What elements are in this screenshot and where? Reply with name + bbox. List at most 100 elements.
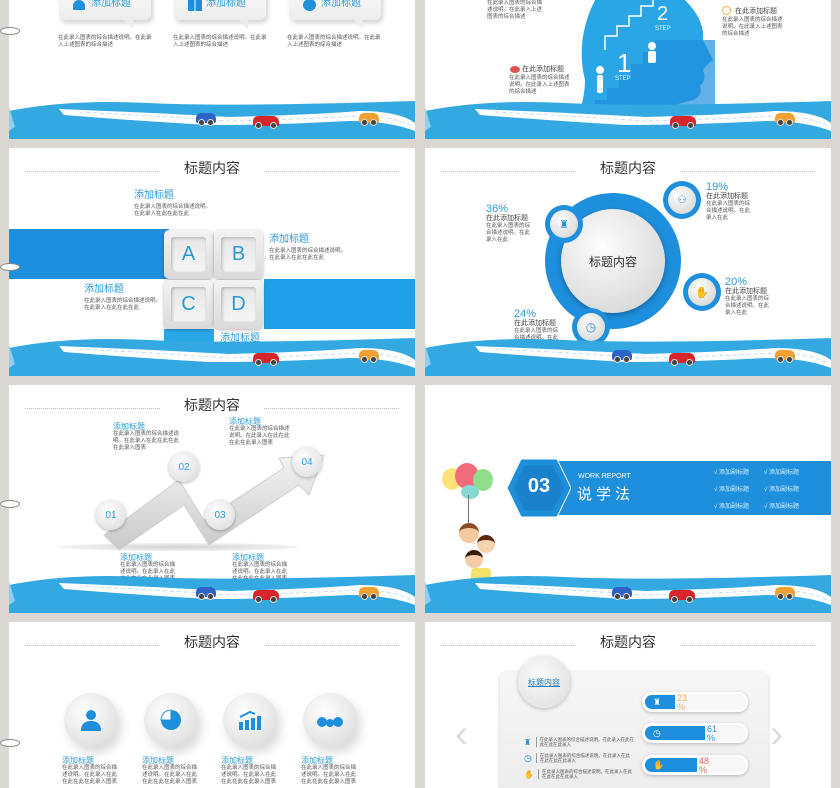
orange-car-icon bbox=[359, 350, 379, 363]
blue-band-right bbox=[264, 279, 415, 329]
growth-person-icon: ♜ bbox=[550, 210, 578, 238]
step-circle-01: 01 bbox=[96, 500, 126, 530]
list-item: ✋在此录入图表的综合描述说明。在此录入在此在此在此在此录入 bbox=[524, 766, 634, 782]
balloon-green-icon bbox=[473, 469, 493, 491]
apple-icon bbox=[303, 0, 316, 11]
top-desc: 在此录入图表的综合描述说明。在此录入上述图表的综合描述 bbox=[487, 0, 543, 20]
divider-left bbox=[441, 171, 576, 172]
orange-car-icon bbox=[775, 350, 795, 363]
red-car-icon bbox=[253, 116, 279, 129]
key-c: C bbox=[164, 280, 213, 329]
speech-bubble-icon bbox=[510, 66, 520, 73]
divider-right bbox=[680, 171, 815, 172]
divider-right bbox=[680, 645, 815, 646]
divider-right bbox=[264, 171, 399, 172]
step-circle-03: 03 bbox=[205, 500, 235, 530]
slide-abcd[interactable]: 标题内容 A B C D 添加标题 在此录入图表的综合描述说明。在此录入在此在此… bbox=[9, 148, 415, 376]
item-label: 添加标题在此录入图表的综合描述说明。在此录入在此在此在此在此录入图表 bbox=[62, 756, 118, 785]
item-desc: 在此录入图表的综合描述说明。在此录入在此在此在此 bbox=[134, 204, 212, 217]
progress-bar-2: ◷ 61% bbox=[642, 723, 748, 743]
item-desc: 在此录入图表的综合描述说明。在此录入上述图表的综合描述 bbox=[58, 35, 152, 48]
slide-title: 标题内容 bbox=[184, 634, 240, 650]
progress-bar-1: ♜ 23% bbox=[642, 692, 748, 712]
balloon-string bbox=[468, 495, 469, 523]
orange-car-icon bbox=[775, 113, 795, 126]
android-icon bbox=[73, 0, 85, 10]
badge-label: 标题内容 bbox=[528, 677, 560, 687]
step-circle-04: 04 bbox=[292, 447, 322, 477]
item-desc: 在此录入图表的综合描述说明。在此录入上述图表的综合描述 bbox=[287, 35, 381, 48]
step-1-number: 1 bbox=[617, 48, 632, 78]
red-car-icon bbox=[670, 116, 696, 129]
blue-band-left bbox=[9, 229, 169, 279]
stat-icon-24: ◷ bbox=[572, 308, 610, 346]
progress-value: 48% bbox=[699, 756, 710, 775]
clock-icon: ◷ bbox=[577, 313, 605, 341]
list-item: ◷在此录入图表的综合描述说明。在此录入在此在此在此在此录入 bbox=[524, 750, 634, 766]
slide-title: 标题内容 bbox=[184, 397, 240, 413]
slide-progress-card[interactable]: 标题内容 ‹ › 标题内容 ♜在此录入图表的综合描述说明。在此录入在此在此在此在… bbox=[425, 622, 831, 788]
arrow-shadow bbox=[59, 543, 299, 551]
blue-car-icon bbox=[612, 587, 632, 600]
slide-circle-stats[interactable]: 标题内容 标题内容 ♜ ⚇ ✋ ◷ 36%在此添加标题在此录入图表的综合描述说明… bbox=[425, 148, 831, 376]
stopwatch-icon bbox=[722, 6, 731, 15]
edge-oval-decoration bbox=[0, 500, 20, 508]
bubble-title: 添加标题 bbox=[91, 0, 131, 9]
blue-car-icon bbox=[196, 587, 216, 600]
slide-balls[interactable]: 标题内容 添加标题在此录入图表的综合描述说明。在此录入在此在此在此在此录入图表 … bbox=[9, 622, 415, 788]
prev-arrow-button[interactable]: ‹ bbox=[455, 712, 469, 756]
edge-oval-decoration bbox=[0, 27, 20, 35]
road-decoration bbox=[9, 337, 415, 376]
red-car-icon bbox=[669, 353, 695, 366]
slide-title: 标题内容 bbox=[600, 160, 656, 176]
step-label: 添加标题在此录入图表的综合描述说明。在此录入在此在此在此在此录入图表 bbox=[113, 422, 180, 451]
red-car-icon bbox=[669, 590, 695, 603]
stat-icon-19: ⚇ bbox=[663, 181, 701, 219]
key-d: D bbox=[214, 280, 263, 329]
balloon-teal-icon bbox=[461, 485, 479, 499]
team-icon: ⚇ bbox=[668, 186, 696, 214]
info-list: ♜在此录入图表的综合描述说明。在此录入在此在此在此在此录入 ◷在此录入图表的综合… bbox=[524, 734, 634, 782]
divider-left bbox=[25, 408, 160, 409]
stat-block: 19%在此添加标题在此录入图表的综合描述说明。在此录入在此 bbox=[706, 181, 751, 221]
item-desc: 在此录入图表的综合描述说明。在此录入在此在此在此 bbox=[84, 298, 162, 311]
divider-right bbox=[264, 408, 399, 409]
cartoon-girl-icon bbox=[477, 535, 495, 553]
note-title: 在此添加标题 bbox=[735, 8, 777, 15]
step-2-label: STEP bbox=[655, 26, 671, 32]
slide-os-icons[interactable]: 添加标题 添加标题 添加标题 在此录入图表的综合描述说明。在此录入上述图表的综合… bbox=[9, 0, 415, 139]
step-circle-02: 02 bbox=[169, 452, 199, 482]
slide-section-03[interactable]: 03 WORK REPORT 说学法 √ 添加副标题√ 添加副标题 √ 添加副标… bbox=[425, 385, 831, 613]
hexagon-badge bbox=[507, 459, 571, 517]
section-subtitle-en: WORK REPORT bbox=[578, 473, 631, 480]
note-title: 在此添加标题 bbox=[522, 66, 564, 73]
bubble-windows: 添加标题 bbox=[174, 0, 266, 29]
item-label: 添加标题在此录入图表的综合描述说明。在此录入在此在此在此在此录入图表 bbox=[142, 756, 198, 785]
step-1-label: STEP bbox=[615, 76, 631, 82]
key-a: A bbox=[164, 230, 213, 279]
progress-value: 61% bbox=[707, 724, 718, 743]
step-label: 添加标题在此录入图表的综合描述说明。在此录入在此在此在此在此录入图表 bbox=[229, 417, 290, 446]
next-arrow-button[interactable]: › bbox=[770, 712, 784, 756]
item-title: 添加标题 bbox=[269, 234, 309, 245]
user-icon bbox=[64, 693, 118, 747]
divider-left bbox=[25, 645, 160, 646]
list-item: ♜在此录入图表的综合描述说明。在此录入在此在此在此在此录入 bbox=[524, 737, 634, 747]
orange-car-icon bbox=[775, 587, 795, 600]
bubble-android: 添加标题 bbox=[59, 0, 151, 29]
bubble-apple: 添加标题 bbox=[289, 0, 381, 29]
badge-circle: 标题内容 bbox=[518, 656, 570, 708]
item-title: 添加标题 bbox=[220, 333, 260, 344]
key-b: B bbox=[214, 230, 263, 279]
blue-car-icon bbox=[612, 350, 632, 363]
step-2-number: 2 bbox=[657, 3, 669, 25]
section-title-cn: 说学法 bbox=[577, 486, 635, 503]
slide-zigzag-arrow[interactable]: 标题内容 01 02 03 04 添加标题在此录入图表的综合描述说明。在此录入在… bbox=[9, 385, 415, 613]
divider-left bbox=[441, 645, 576, 646]
divider-left bbox=[25, 171, 160, 172]
item-label: 添加标题在此录入图表的综合描述说明。在此录入在此在此在此在此录入图表 bbox=[301, 756, 357, 785]
slide-steps-head[interactable]: 1 STEP 2 STEP 在此录入图表的综合描述说明。在此录入上述图表的综合描… bbox=[425, 0, 831, 139]
section-banner bbox=[520, 461, 831, 515]
progress-value: 23% bbox=[677, 693, 688, 712]
slide-title: 标题内容 bbox=[600, 634, 656, 650]
